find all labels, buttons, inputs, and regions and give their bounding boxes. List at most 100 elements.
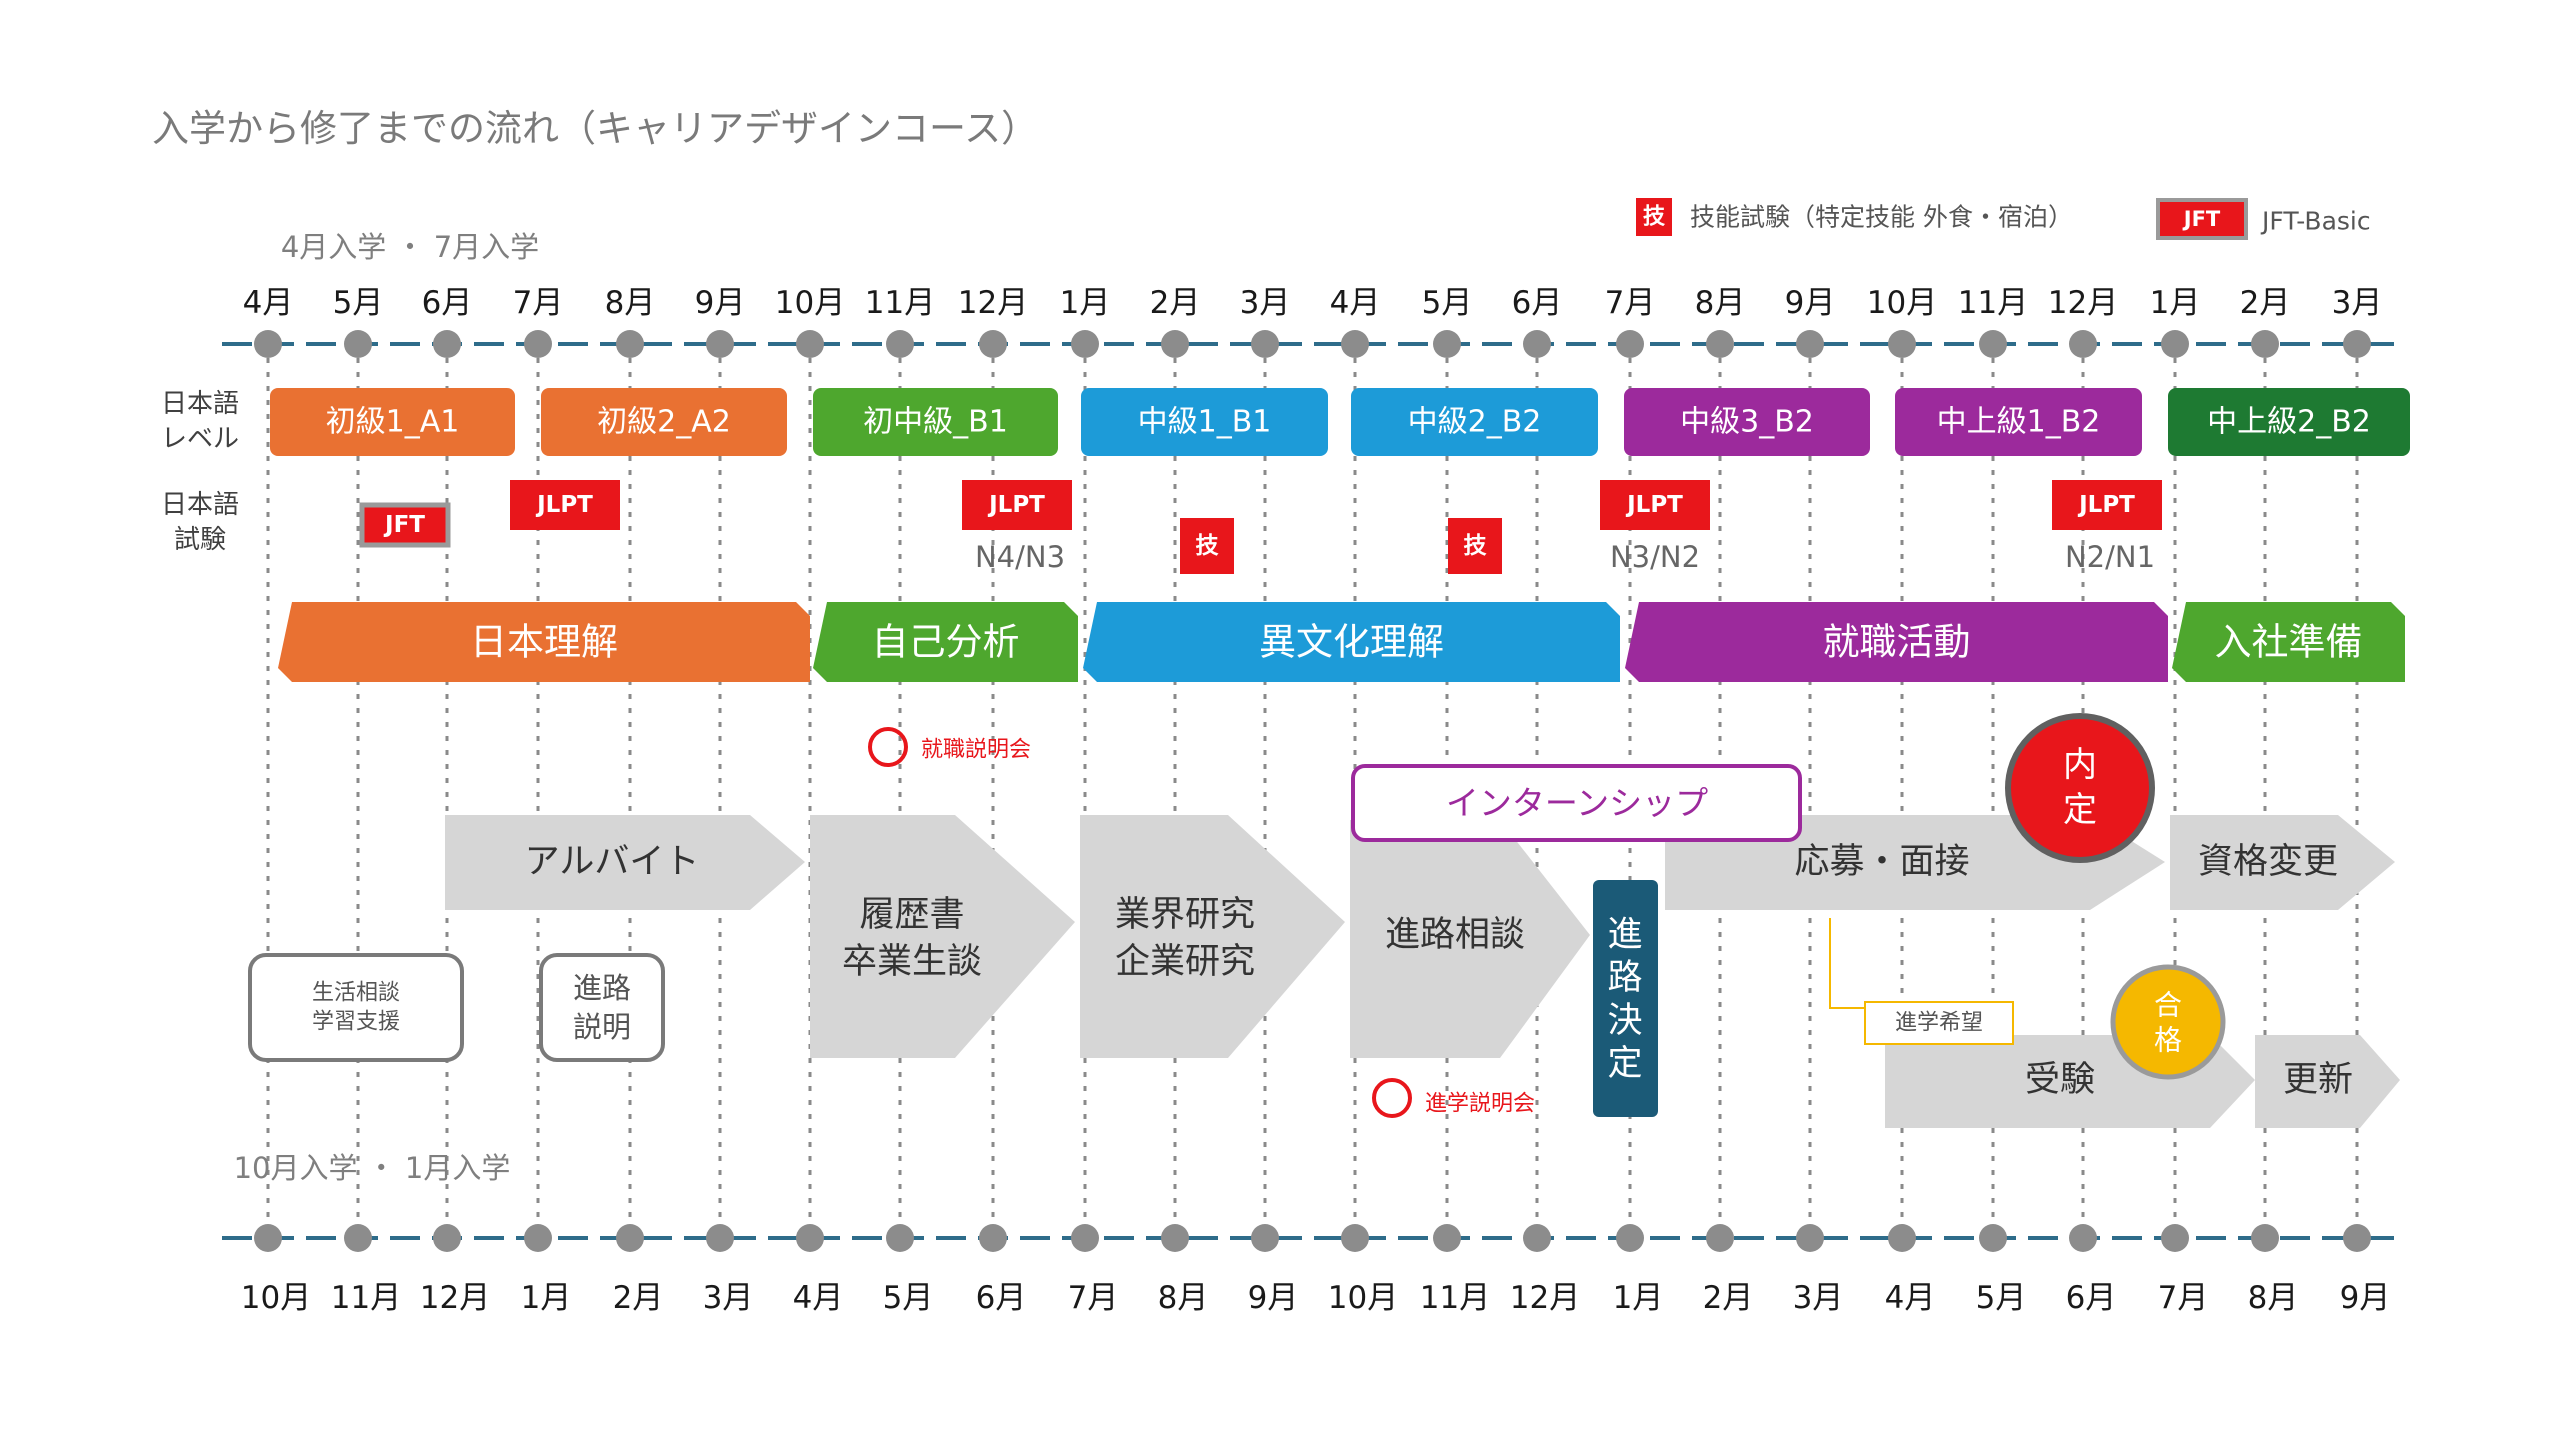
month-bottom-label: 12月 — [1510, 1280, 1580, 1316]
month-top-label: 4月 — [243, 285, 294, 321]
month-dot-top — [2343, 330, 2371, 358]
phase-label: 入社準備 — [2215, 621, 2363, 664]
month-bottom-label: 2月 — [1703, 1280, 1754, 1316]
month-dot-top — [706, 330, 734, 358]
naitei-label: 内 — [2063, 745, 2097, 785]
phase-bar — [278, 602, 810, 682]
legend-skill-badge — [1636, 198, 1672, 236]
row-label-level: レベル — [161, 424, 239, 454]
month-top-label: 10月 — [1867, 285, 1937, 321]
month-bottom-label: 1月 — [1613, 1280, 1664, 1316]
month-top-label: 7月 — [1605, 285, 1656, 321]
month-dot-bottom — [2069, 1224, 2097, 1252]
month-bottom-label: 6月 — [976, 1280, 1027, 1316]
month-dot-top — [1433, 330, 1461, 358]
month-dot-top — [1706, 330, 1734, 358]
exam-jlpt-badge — [1600, 480, 1710, 530]
month-bottom-label: 4月 — [793, 1280, 844, 1316]
naitei-label-2: 定 — [2063, 790, 2097, 830]
level-box — [1895, 388, 2142, 456]
phase-label: 日本理解 — [470, 621, 618, 664]
life-support-label: 学習支援 — [312, 1010, 400, 1035]
month-dot-top — [886, 330, 914, 358]
month-top-label: 3月 — [2332, 285, 2383, 321]
month-dot-bottom — [1706, 1224, 1734, 1252]
month-dot-top — [1979, 330, 2007, 358]
month-bottom-label: 6月 — [2066, 1280, 2117, 1316]
level-box — [270, 388, 515, 456]
internship-box — [1351, 764, 1802, 842]
intake-top-label: 4月入学 ・ 7月入学 — [281, 230, 539, 264]
level-label: 初中級_B1 — [863, 405, 1008, 440]
month-dot-top — [1523, 330, 1551, 358]
month-top-label: 11月 — [865, 285, 935, 321]
exam-skill-badge-text: 技 — [1196, 533, 1220, 559]
life-support-label: 生活相談 — [312, 981, 400, 1006]
level-box — [1624, 388, 1870, 456]
month-top-label: 8月 — [1695, 285, 1746, 321]
activity-label: 受験 — [2025, 1060, 2095, 1100]
month-bottom-label: 3月 — [703, 1280, 754, 1316]
month-dot-top — [524, 330, 552, 358]
month-bottom-label: 9月 — [1248, 1280, 1299, 1316]
level-label: 初級2_A2 — [597, 405, 731, 440]
month-bottom-label: 8月 — [2248, 1280, 2299, 1316]
month-bottom-label: 1月 — [521, 1280, 572, 1316]
level-label: 中級3_B2 — [1680, 405, 1814, 440]
gokaku-label-2: 格 — [2154, 1024, 2182, 1057]
gokaku-label: 合 — [2154, 989, 2182, 1022]
legend-jft-badge-text: JFT — [2182, 207, 2221, 231]
level-label: 中上級2_B2 — [2207, 405, 2371, 440]
phase-label: 異文化理解 — [1259, 621, 1444, 664]
month-dot-top — [2251, 330, 2279, 358]
month-top-label: 1月 — [2150, 285, 2201, 321]
month-bottom-label: 10月 — [241, 1280, 311, 1316]
activity-label: 業界研究 — [1115, 895, 1255, 935]
month-dot-bottom — [1251, 1224, 1279, 1252]
month-bottom-label: 9月 — [2340, 1280, 2391, 1316]
month-top-label: 7月 — [513, 285, 564, 321]
month-dot-top — [2161, 330, 2189, 358]
month-dot-top — [1616, 330, 1644, 358]
month-bottom-label: 2月 — [613, 1280, 664, 1316]
legend-jft-text: JFT-Basic — [2260, 207, 2371, 236]
month-dot-top — [979, 330, 1007, 358]
activity-label: 更新 — [2283, 1060, 2353, 1100]
level-box — [1351, 388, 1598, 456]
exam-skill-badge — [1448, 518, 1502, 574]
activity-label: 資格変更 — [2198, 842, 2338, 882]
job-briefing-marker — [868, 727, 908, 767]
month-dot-bottom — [433, 1224, 461, 1252]
gokaku-circle — [2110, 964, 2226, 1080]
exam-jlpt-badge — [510, 480, 620, 530]
phase-bar — [1625, 602, 2168, 682]
decision-char: 定 — [1607, 1044, 1642, 1084]
month-top-label: 6月 — [422, 285, 473, 321]
arrow-rirekisho — [810, 815, 1075, 1058]
month-top-label: 12月 — [958, 285, 1028, 321]
month-bottom-label: 3月 — [1793, 1280, 1844, 1316]
level-label: 初級1_A1 — [326, 405, 460, 440]
month-top-label: 5月 — [1422, 285, 1473, 321]
month-dot-bottom — [1433, 1224, 1461, 1252]
month-bottom-label: 12月 — [420, 1280, 490, 1316]
month-dot-top — [1251, 330, 1279, 358]
life-support-box — [248, 953, 464, 1062]
month-dot-bottom — [1796, 1224, 1824, 1252]
exam-jlpt-badge-text: JLPT — [2077, 492, 2135, 518]
month-bottom-label: 8月 — [1158, 1280, 1209, 1316]
row-label-level: 日本語 — [161, 389, 239, 419]
job-briefing-label: 就職説明会 — [921, 738, 1031, 763]
month-bottom-label: 7月 — [1068, 1280, 1119, 1316]
month-top-label: 12月 — [2048, 285, 2118, 321]
school-briefing-marker — [1372, 1078, 1412, 1118]
decision-char: 決 — [1607, 1001, 1642, 1041]
legend-skill-badge-text: 技 — [1643, 205, 1666, 230]
legend-jft-badge — [2156, 198, 2248, 240]
month-dot-bottom — [979, 1224, 1007, 1252]
shingaku-kibo-box — [1864, 1001, 2014, 1045]
month-dot-bottom — [2251, 1224, 2279, 1252]
month-top-label: 2月 — [2240, 285, 2291, 321]
arrow-shikaku — [2170, 815, 2395, 910]
level-box — [541, 388, 787, 456]
